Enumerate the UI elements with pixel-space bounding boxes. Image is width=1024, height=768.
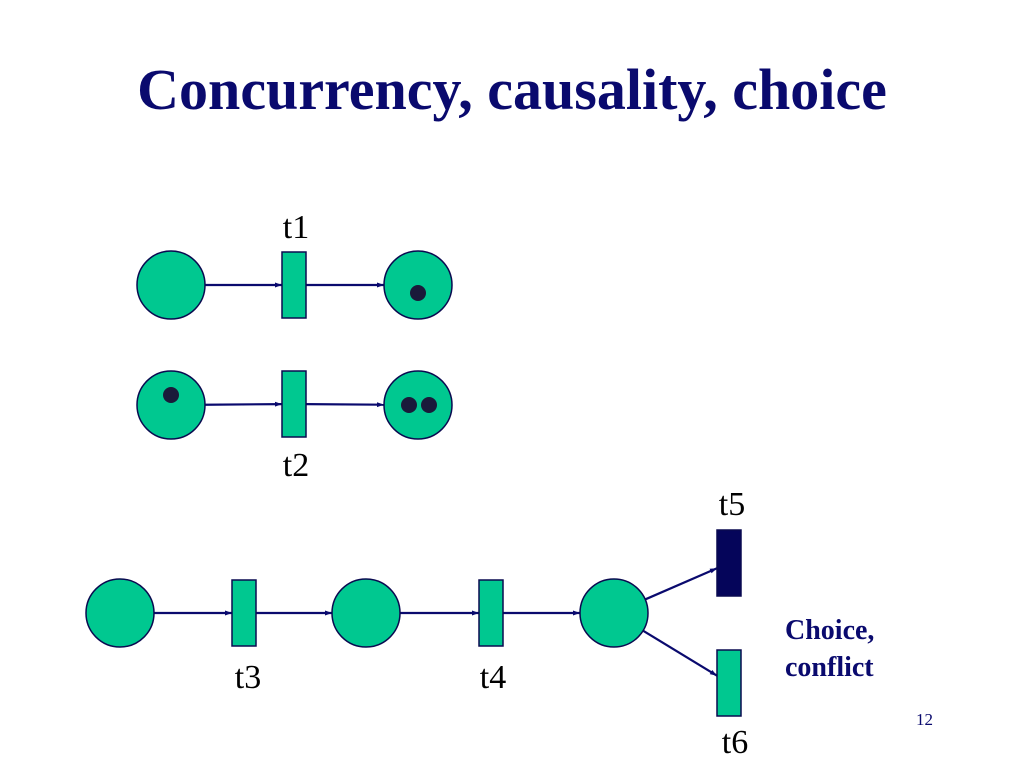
place-p5 [85, 578, 155, 648]
token [410, 285, 426, 301]
label-t3: t3 [235, 659, 261, 696]
choice-note-line-2: conflict [785, 652, 874, 683]
place-circle [85, 578, 155, 648]
token [421, 397, 437, 413]
place-circle [331, 578, 401, 648]
transition-t5 [716, 529, 742, 597]
place-circle [579, 578, 649, 648]
label-t5: t5 [719, 486, 745, 523]
transition-t6 [716, 649, 742, 717]
token [163, 387, 179, 403]
arcs-layer [154, 282, 718, 677]
arc-t2-to-p4 [305, 402, 385, 408]
choice-note-line-1: Choice, [785, 615, 874, 646]
slide-title: Concurrency, causality, choice [137, 57, 887, 122]
labels-layer: t1 t2 t3 t4 t5 t6 [235, 209, 748, 761]
place-p2 [383, 250, 453, 320]
transition-t2 [281, 370, 307, 438]
nodes-layer [85, 250, 742, 717]
place-p1 [136, 250, 206, 320]
label-t1: t1 [283, 209, 309, 246]
place-p3 [136, 370, 206, 440]
arc-p7-to-t6 [642, 629, 718, 677]
place-circle [136, 370, 206, 440]
transition-t3 [231, 579, 257, 647]
transition-t1 [281, 251, 307, 319]
arc-p7-to-t5 [644, 567, 718, 601]
arc-p3-to-t2 [204, 401, 283, 407]
token [401, 397, 417, 413]
place-p4 [383, 370, 453, 440]
transition-t4 [478, 579, 504, 647]
page-number: 12 [916, 710, 933, 729]
place-circle [136, 250, 206, 320]
place-p7 [579, 578, 649, 648]
label-t6: t6 [722, 724, 748, 761]
label-t2: t2 [283, 447, 309, 484]
place-circle [383, 370, 453, 440]
place-p6 [331, 578, 401, 648]
label-t4: t4 [480, 659, 506, 696]
